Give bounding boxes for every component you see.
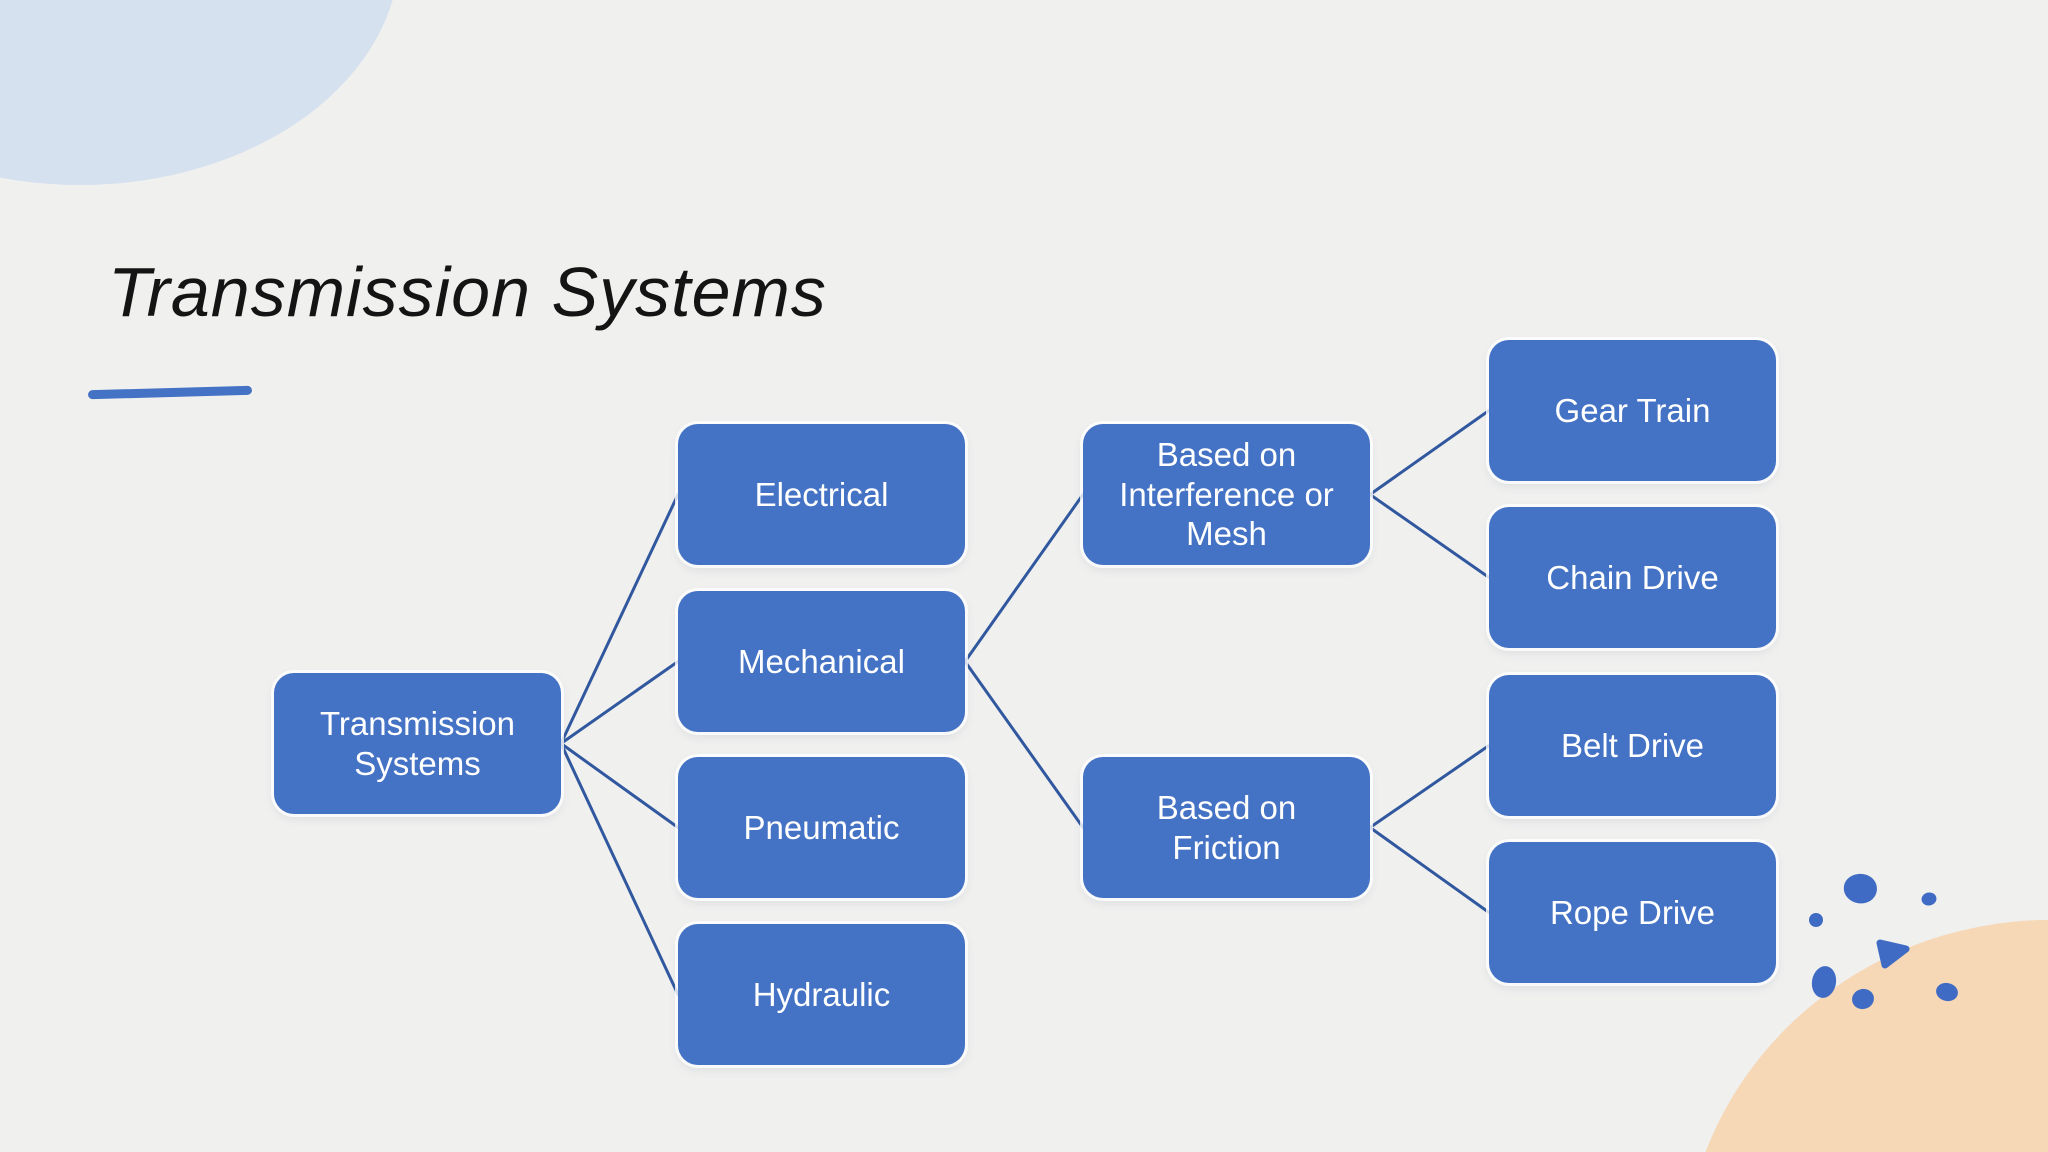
node-label: Mechanical <box>738 642 905 680</box>
node-label: Based on Friction <box>1156 788 1297 866</box>
connector-root-electrical <box>559 493 680 745</box>
splatter-dot <box>1852 988 1874 1010</box>
node-rope: Rope Drive <box>1489 842 1776 983</box>
node-label: Belt Drive <box>1560 726 1705 764</box>
node-belt: Belt Drive <box>1489 675 1776 816</box>
connector-friction-belt <box>1368 744 1491 829</box>
node-gear: Gear Train <box>1489 340 1776 481</box>
slide-title: Transmission Systems <box>108 253 827 331</box>
node-mechanical: Mechanical <box>678 591 965 732</box>
connector-mesh-gear <box>1368 409 1491 496</box>
connector-mechanical-friction <box>963 660 1085 829</box>
splatter-dot <box>1809 913 1823 927</box>
node-label: Chain Drive <box>1546 558 1719 596</box>
corner-blob-top-left <box>0 0 393 185</box>
connector-friction-rope <box>1368 826 1491 914</box>
splatter-teardrop <box>1811 966 1837 998</box>
connector-mesh-chain <box>1368 493 1491 579</box>
node-label: Based on Interference or Mesh <box>1119 436 1334 553</box>
node-electrical: Electrical <box>678 424 965 565</box>
splatter-triangle <box>1876 939 1910 969</box>
title-underline <box>87 385 253 400</box>
splatter-dot <box>1936 982 1958 1002</box>
node-label: Pneumatic <box>743 808 900 846</box>
node-mesh: Based on Interference or Mesh <box>1083 424 1370 565</box>
node-chain: Chain Drive <box>1489 507 1776 648</box>
connector-root-hydraulic <box>559 742 680 996</box>
connector-root-mechanical <box>559 660 680 745</box>
node-label: Gear Train <box>1554 391 1711 429</box>
node-label: Electrical <box>754 475 889 513</box>
node-label: Rope Drive <box>1549 893 1716 931</box>
connector-root-pneumatic <box>559 742 680 829</box>
node-friction: Based on Friction <box>1083 757 1370 898</box>
splatter-blob <box>1843 873 1877 904</box>
node-hydraulic: Hydraulic <box>678 924 965 1065</box>
splatter-dot <box>1921 892 1937 906</box>
node-label: Hydraulic <box>752 975 891 1013</box>
node-label: Transmission Systems <box>320 704 515 782</box>
node-root: Transmission Systems <box>274 673 561 814</box>
node-pneumatic: Pneumatic <box>678 757 965 898</box>
connector-mechanical-mesh <box>963 493 1085 663</box>
paint-splatter-dots <box>1809 873 1958 1010</box>
